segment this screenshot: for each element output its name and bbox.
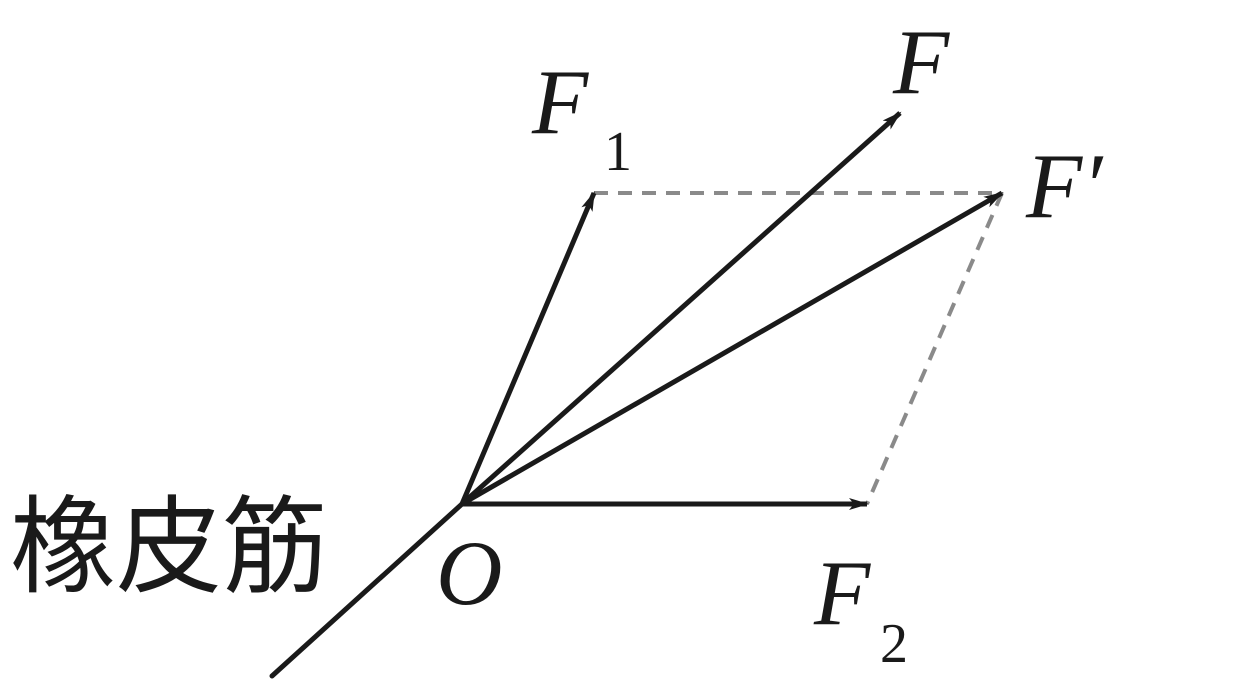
label-F2-subscript: 2	[880, 613, 908, 675]
label-rubber-band: 橡皮筋	[10, 486, 328, 609]
label-F2: F	[813, 542, 871, 644]
label-origin: O	[436, 522, 502, 624]
vector-F1	[459, 191, 597, 505]
rubber-band-line	[269, 501, 465, 679]
dashed-line-right	[865, 192, 1004, 505]
label-F: F	[892, 11, 950, 113]
label-F1-subscript: 1	[604, 121, 632, 183]
vector-F-prime	[460, 190, 1004, 507]
vector-F	[460, 111, 902, 506]
label-F-prime: F′	[1025, 135, 1104, 237]
label-F1: F	[531, 51, 589, 153]
